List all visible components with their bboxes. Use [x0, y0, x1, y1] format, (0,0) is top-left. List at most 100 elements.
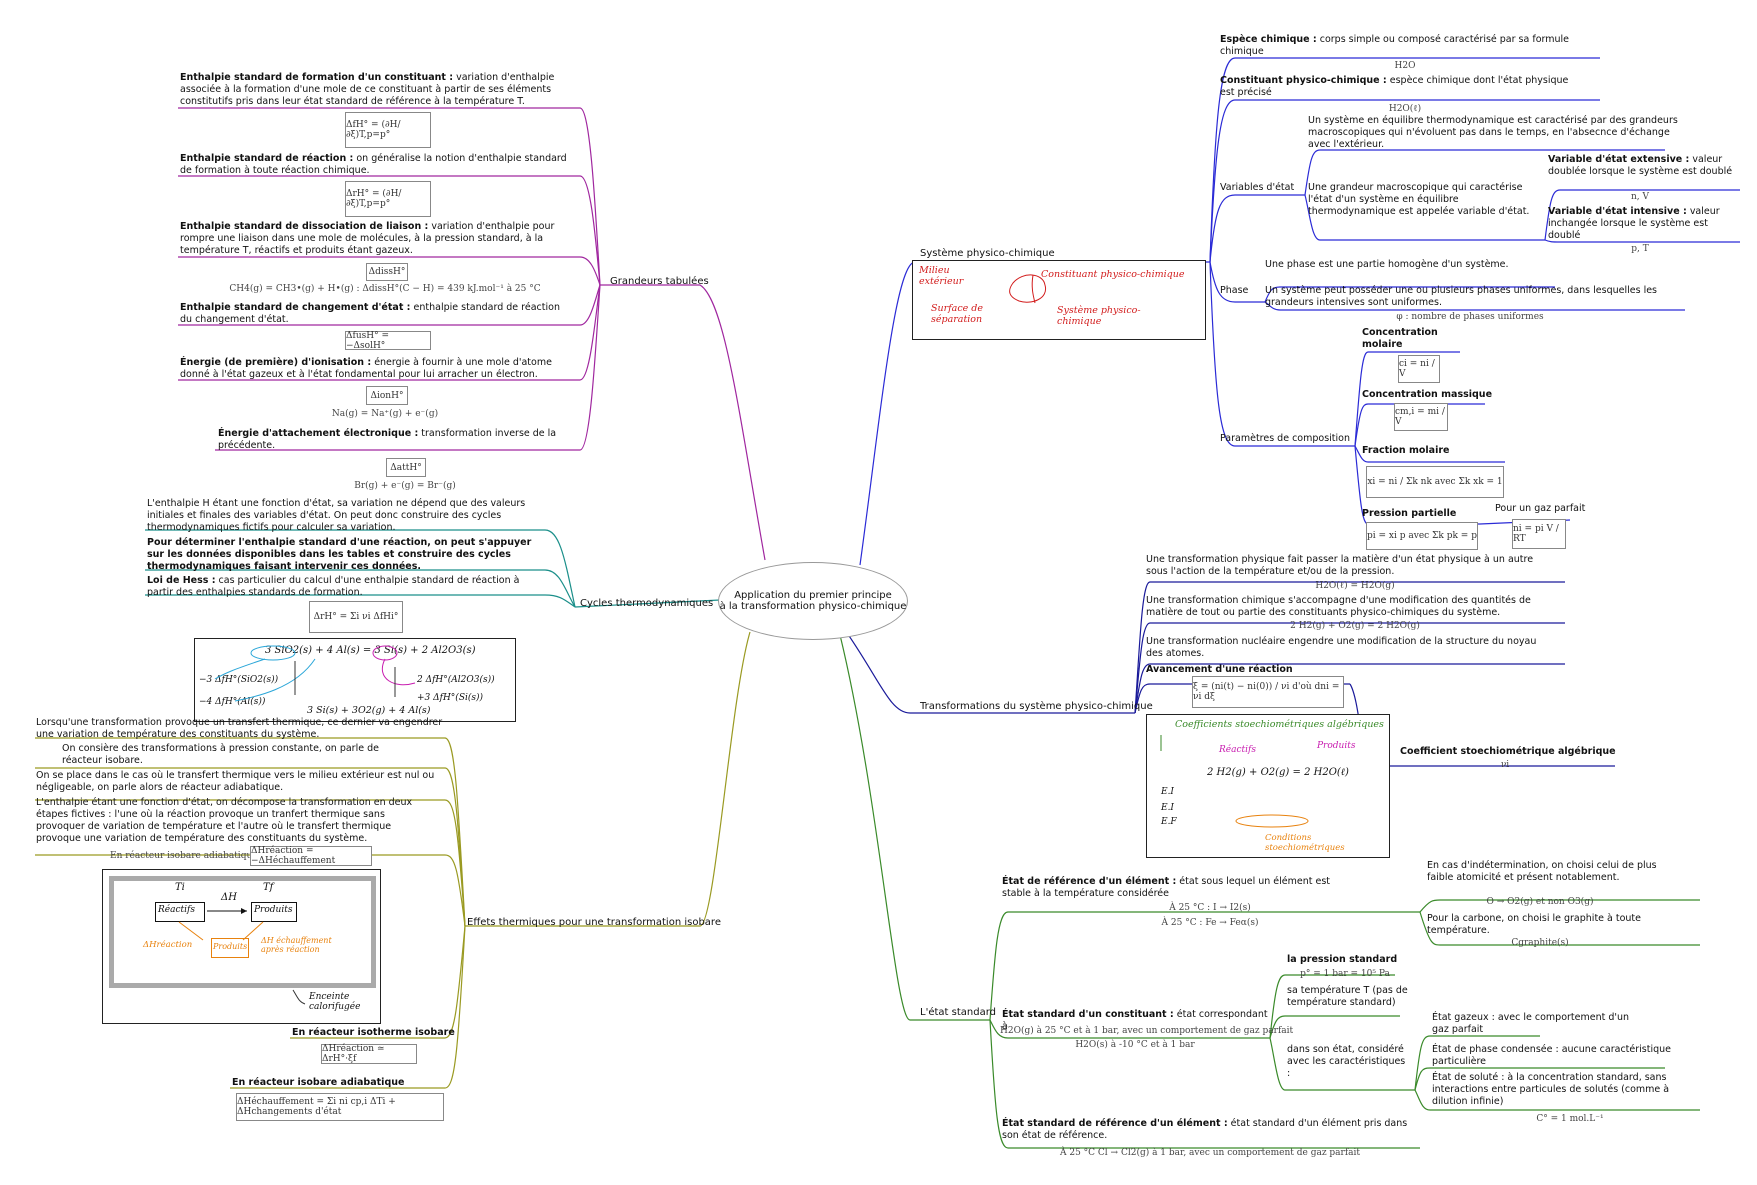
extensive-node[interactable]: Variable d'état extensive : valeur doubl…: [1548, 154, 1738, 178]
transfo-chimique[interactable]: Une transformation chimique s'accompagne…: [1146, 595, 1531, 618]
espece-text: corps simple ou composé caractérisé par …: [1220, 34, 1569, 57]
hess-sketch-arrows: [214, 645, 416, 702]
espece-node[interactable]: Espèce chimique : corps simple ou compos…: [1220, 34, 1580, 58]
changement-formula: ΔfusH° = −ΔsolH°: [345, 331, 431, 351]
intensive-node[interactable]: Variable d'état intensive : valeur incha…: [1548, 206, 1738, 242]
constituant-example: H2O(ℓ): [1388, 104, 1422, 114]
effets-adiabatique[interactable]: On se place dans le cas où le transfert …: [36, 770, 435, 793]
conc-molaire-formula: ci = ni / V: [1398, 355, 1440, 383]
branch-etat-standard[interactable]: L'état standard: [920, 1007, 996, 1018]
stoechio-row-0: E.I: [1161, 787, 1174, 797]
reactor-enclosure: [109, 876, 376, 988]
phase-text1[interactable]: Une phase est une partie homogène d'un s…: [1265, 259, 1509, 270]
stoechio-row-1: E.I: [1161, 803, 1174, 813]
attachement-node[interactable]: Énergie d'attachement électronique : tra…: [218, 428, 558, 452]
pression-label[interactable]: Pression partielle: [1362, 508, 1457, 519]
changement-node[interactable]: Enthalpie standard de changement d'état …: [180, 302, 575, 326]
equilibre-text[interactable]: Un système en équilibre thermodynamique …: [1308, 115, 1678, 150]
sketch-ti: Ti: [175, 882, 185, 893]
stoechio-eq: 2 H2(g) + O2(g) = 2 H2O(ℓ): [1207, 767, 1349, 778]
transfo-physique-ex: H2O(ℓ) = H2O(g): [1315, 581, 1395, 591]
branch-systeme-physico-chimique[interactable]: Système physico-chimique: [920, 248, 1055, 259]
conc-molaire-label[interactable]: Concentration molaire: [1362, 327, 1438, 350]
intensive-title: Variable d'état intensive :: [1548, 206, 1687, 217]
formation-formula: ΔfH° = (∂H/∂ξ)T,p=p°: [345, 112, 431, 148]
isobare-adiab-title[interactable]: En réacteur isobare adiabatique: [232, 1077, 405, 1088]
coef-symbol: νi: [1500, 760, 1510, 770]
carbone[interactable]: Pour la carbone, on choisi le graphite à…: [1427, 913, 1641, 936]
coef-title[interactable]: Coefficient stoechiométrique algébrique: [1400, 746, 1616, 757]
reaction-node[interactable]: Enthalpie standard de réaction : on géné…: [180, 153, 580, 177]
cycles-determiner[interactable]: Pour déterminer l'enthalpie standard d'u…: [147, 537, 532, 572]
temperature[interactable]: sa température T (pas de température sta…: [1287, 985, 1408, 1008]
central-topic[interactable]: Application du premier principe à la tra…: [718, 562, 908, 640]
indetermination[interactable]: En cas d'indétermination, on choisi celu…: [1427, 860, 1657, 883]
cycles-intro[interactable]: L'enthalpie H étant une fonction d'état,…: [147, 498, 526, 533]
dans-etat[interactable]: dans son état, considéré avec les caract…: [1287, 1044, 1406, 1079]
std-const-text: état correspondant à: [1002, 1009, 1268, 1032]
fraction-formula: xi = ni / Σk nk avec Σk xk = 1: [1366, 466, 1504, 498]
ref-elem-node[interactable]: État de référence d'un élément : état so…: [1002, 876, 1362, 900]
hess-node[interactable]: Loi de Hess : cas particulier du calcul …: [147, 575, 547, 599]
extensive-text: valeur doublée lorsque le système est do…: [1548, 154, 1733, 177]
reaction-text: on généralise la notion d'enthalpie stan…: [180, 153, 567, 176]
composition-label[interactable]: Paramètres de composition: [1220, 433, 1350, 444]
ionisation-formula: ΔionH°: [366, 386, 408, 405]
std-ref-node[interactable]: État standard de référence d'un élément …: [1002, 1118, 1412, 1142]
phase-label[interactable]: Phase: [1220, 285, 1249, 296]
solute-ex: C° = 1 mol.L⁻¹: [1536, 1114, 1604, 1124]
isotherme-title[interactable]: En réacteur isotherme isobare: [292, 1027, 455, 1038]
transfo-physique[interactable]: Une transformation physique fait passer …: [1146, 554, 1534, 577]
ionisation-node[interactable]: Énergie (de première) d'ionisation : éne…: [180, 357, 575, 381]
intensive-example: p, T: [1631, 244, 1649, 254]
transfo-chimique-ex: 2 H2(g) + O2(g) = 2 H2O(g): [1290, 621, 1420, 631]
dissociation-node[interactable]: Enthalpie standard de dissociation de li…: [180, 221, 575, 257]
branch-effets-thermiques[interactable]: Effets thermiques pour une transformatio…: [467, 917, 721, 928]
espece-example: H2O: [1394, 61, 1416, 71]
ionisation-text: énergie à fournir à une mole d'atome don…: [180, 357, 552, 380]
phase-text2[interactable]: Un système peut posséder une ou plusieur…: [1265, 285, 1658, 308]
dissociation-example: CH4(g) = CH3•(g) + H•(g) : ΔdissH°(C − H…: [229, 284, 541, 294]
conc-massique-label[interactable]: Concentration massique: [1362, 389, 1493, 400]
stoechio-sketch: Coefficients stoechiométriques algébriqu…: [1146, 714, 1390, 858]
sketch-produits2: Produits: [213, 942, 248, 951]
espece-title: Espèce chimique :: [1220, 34, 1317, 45]
branch-cycles-thermodynamiques[interactable]: Cycles thermodynamiques: [580, 598, 714, 609]
sketch-dhreac: ΔHréaction: [143, 940, 193, 950]
effets-decompose[interactable]: L'enthalpie étant une fonction d'état, o…: [36, 797, 413, 844]
central-topic-line2: à la transformation physico-chimique: [719, 601, 907, 612]
attachement-text: transformation inverse de la précédente.: [218, 428, 557, 451]
constituant-node[interactable]: Constituant physico-chimique : espèce ch…: [1220, 75, 1580, 99]
effets-intro[interactable]: Lorsqu'une transformation provoque un tr…: [36, 717, 443, 740]
gaz-parfait-label[interactable]: Pour un gaz parfait: [1495, 503, 1586, 514]
branch-transformations[interactable]: Transformations du système physico-chimi…: [920, 701, 1153, 712]
hess-sketch-l2: −4 ΔfH°(Al(s)): [199, 697, 266, 707]
reaction-formula: ΔrH° = (∂H/∂ξ)T,p=p°: [345, 181, 431, 217]
sketch-enceinte: Enceinte calorifugée: [309, 992, 361, 1012]
central-topic-line1: Application du premier principe: [734, 590, 892, 601]
variables-label[interactable]: Variables d'état: [1220, 182, 1295, 193]
std-const-node[interactable]: État standard d'un constituant : état co…: [1002, 1009, 1272, 1033]
hess-formula: ΔrH° = Σi νi ΔfHi°: [309, 601, 403, 633]
sketch-constituant: Constituant physico-chimique: [1041, 269, 1185, 280]
isotherme-formula: ΔHréaction ≃ ΔrH°·ξf: [321, 1044, 417, 1064]
transfo-nucleaire[interactable]: Une transformation nucléaire engendre un…: [1146, 636, 1537, 659]
sketch-produits: Produits: [254, 905, 293, 915]
phase-example: φ : nombre de phases uniformes: [1396, 312, 1544, 322]
formation-node[interactable]: Enthalpie standard de formation d'un con…: [180, 72, 580, 108]
grandeur-text[interactable]: Une grandeur macroscopique qui caractéri…: [1308, 182, 1530, 217]
sketch-produits2-box: [211, 938, 249, 958]
avancement-title[interactable]: Avancement d'une réaction: [1146, 664, 1293, 675]
reactor-arrows: [178, 908, 306, 1005]
intensive-text: valeur inchangée lorsque le système est …: [1548, 206, 1720, 241]
pression-std[interactable]: la pression standard: [1287, 954, 1398, 965]
effets-isobare[interactable]: On consière des transformations à pressi…: [62, 743, 379, 766]
grandeurs-connectors: [178, 107, 766, 561]
branch-grandeurs-tabulees[interactable]: Grandeurs tabulées: [610, 276, 709, 287]
fraction-label[interactable]: Fraction molaire: [1362, 445, 1450, 456]
etat-condensee[interactable]: État de phase condensée : aucune caracté…: [1432, 1044, 1671, 1067]
sketch-produits-box: [251, 902, 297, 922]
etat-gazeux[interactable]: État gazeux : avec le comportement d'un …: [1432, 1012, 1630, 1035]
adiab-label: En réacteur isobare adiabatique :: [110, 851, 264, 861]
etat-solute[interactable]: État de soluté : à la concentration stan…: [1432, 1072, 1670, 1107]
